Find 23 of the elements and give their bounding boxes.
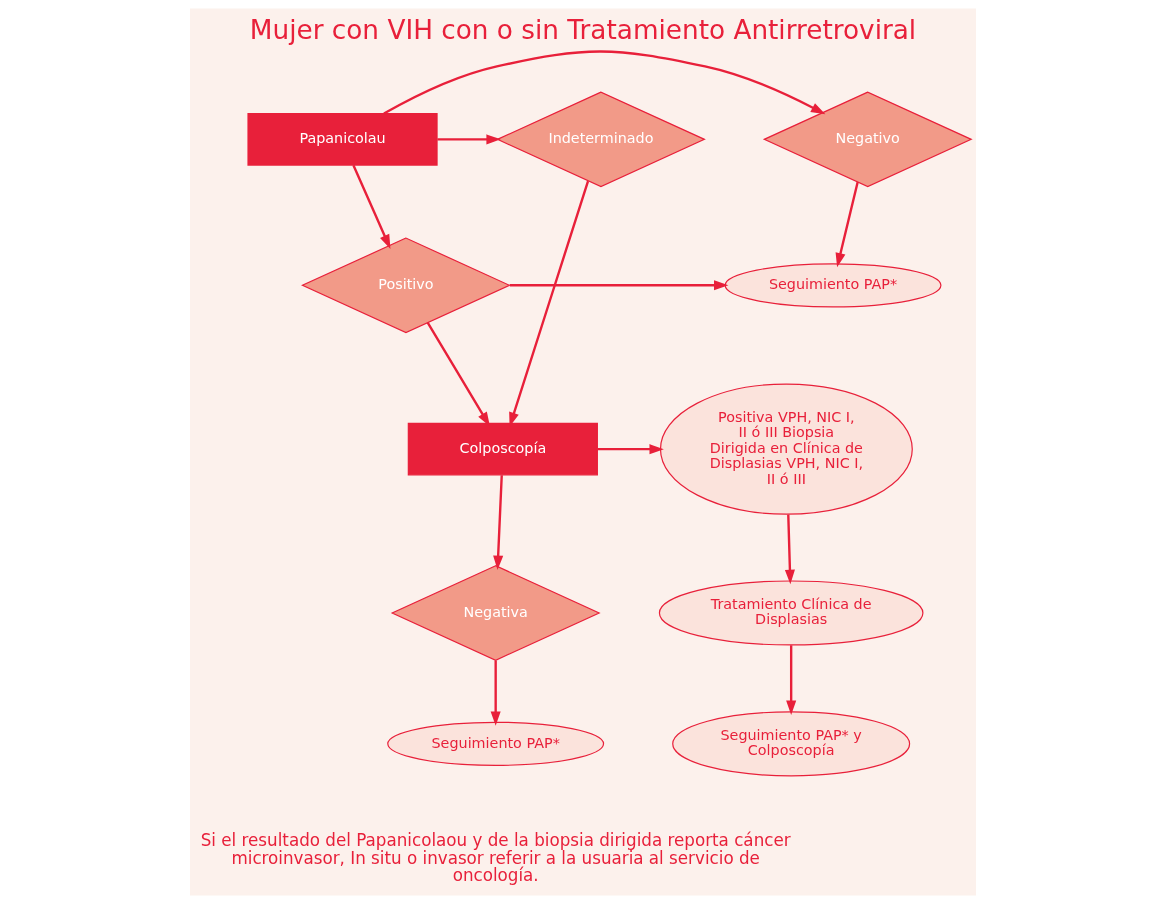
arrow bbox=[835, 181, 859, 268]
node-diamond: Positivo bbox=[301, 237, 511, 334]
node-diamond: Negativo bbox=[762, 91, 973, 188]
arrow bbox=[490, 660, 501, 726]
arrow bbox=[437, 134, 501, 145]
arrow bbox=[786, 645, 797, 715]
arrow bbox=[383, 50, 826, 115]
arrow bbox=[784, 514, 795, 585]
node-ellipse: Seguimiento PAP* y Colposcopía bbox=[672, 711, 911, 777]
arrow bbox=[352, 164, 391, 250]
diagram-title: Mujer con VIH con o sin Tratamiento Antirretroviral bbox=[249, 15, 917, 46]
node-ellipse: Positiva VPH, NIC I, II ó III Biopsia Dirigida en Clínica de Displasias VPH, NIC I, II ó III bbox=[659, 383, 913, 515]
arrow bbox=[597, 444, 664, 455]
node-ellipse: Seguimiento PAP* bbox=[387, 721, 605, 766]
label: Si el resultado del Papanicolaou y de la biopsia dirigida reporta cáncer microinvasor, In situ o invasor referir a la usuaria al servicio de oncología. bbox=[200, 829, 791, 886]
node-box: Papanicolau bbox=[247, 113, 438, 166]
node-ellipse: Tratamiento Clínica de Displasias bbox=[658, 580, 924, 646]
node-diamond: Negativa bbox=[390, 565, 601, 661]
node-box: Colposcopía bbox=[407, 422, 598, 476]
arrow bbox=[509, 280, 729, 291]
node-ellipse: Seguimiento PAP* bbox=[724, 263, 942, 308]
node-diamond: Indeterminado bbox=[496, 91, 706, 188]
arrow bbox=[493, 475, 504, 570]
